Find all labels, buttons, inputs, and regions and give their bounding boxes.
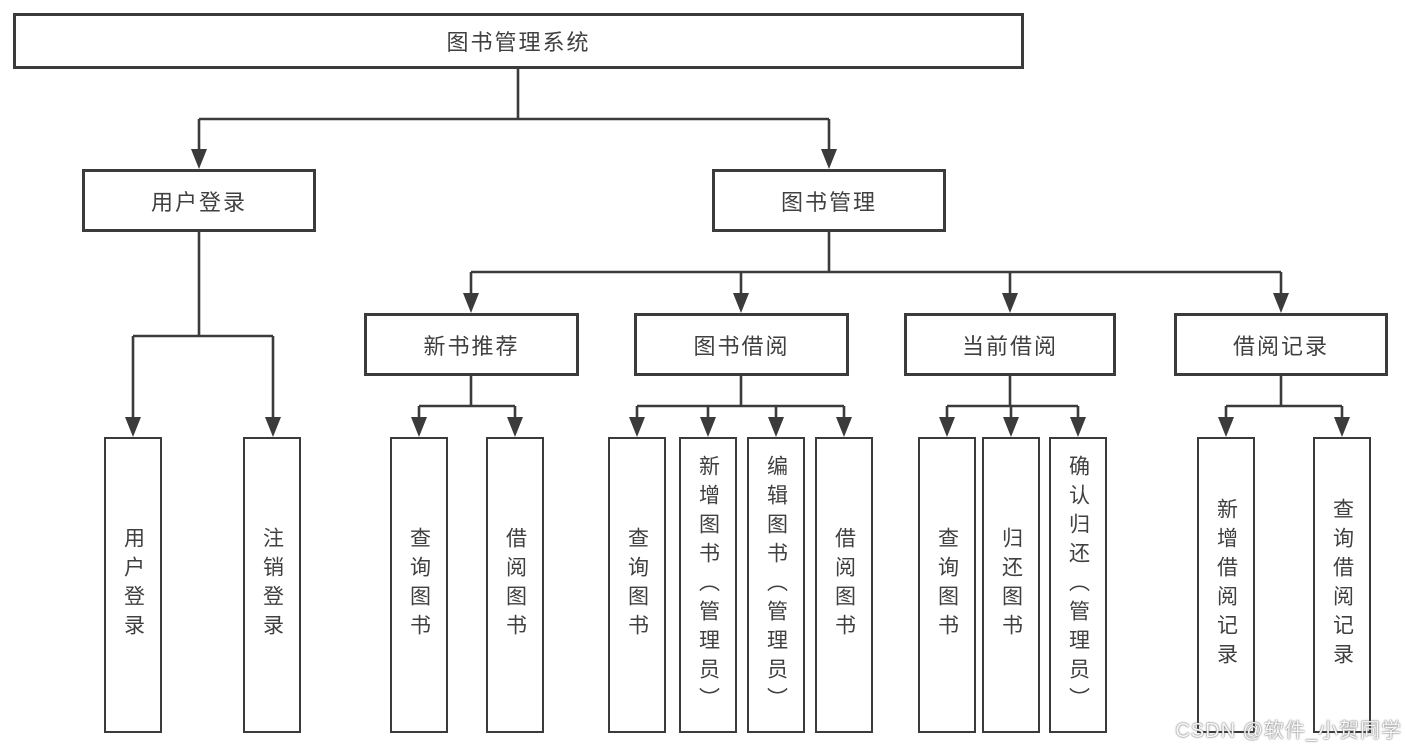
arrow-down-icon <box>1218 417 1234 437</box>
arrow-down-icon <box>939 417 955 437</box>
node-label: 图书管理系统 <box>446 30 591 55</box>
leaf-logout: 注销登录 <box>243 437 301 733</box>
arrow-down-icon <box>1334 417 1350 437</box>
arrow-down-icon <box>507 417 523 437</box>
arrow-down-icon <box>1273 293 1289 313</box>
arrow-down-icon <box>191 149 207 169</box>
node-user-login: 用户登录 <box>82 169 316 232</box>
connector-borrowing-to-leaves <box>635 376 846 419</box>
node-label: 确认归还（管理员） <box>1066 454 1090 716</box>
leaf-user-login: 用户登录 <box>104 437 162 733</box>
leaf-nbr-query-books: 查询图书 <box>390 437 448 733</box>
node-label: 图书借阅 <box>693 333 790 359</box>
leaf-cb-confirm-return-admin: 确认归还（管理员） <box>1049 437 1107 733</box>
arrowheads <box>125 149 1350 437</box>
leaf-bb-query-books: 查询图书 <box>608 437 666 733</box>
arrow-down-icon <box>265 417 281 437</box>
arrow-down-icon <box>768 417 784 437</box>
connector-new-book-to-leaves <box>417 376 517 419</box>
node-label: 借阅图书 <box>832 527 856 643</box>
connector-user-login-to-leaves <box>131 232 275 419</box>
node-borrowing-records: 借阅记录 <box>1174 313 1388 376</box>
node-label: 查询图书 <box>935 527 959 643</box>
connector-current-to-leaves <box>945 376 1080 419</box>
arrow-down-icon <box>125 417 141 437</box>
leaf-bb-edit-books-admin: 编辑图书（管理员） <box>747 437 805 733</box>
node-book-management: 图书管理 <box>712 169 946 232</box>
node-label: 查询图书 <box>625 527 649 643</box>
node-label: 查询图书 <box>407 527 431 643</box>
node-label: 借阅图书 <box>503 527 527 643</box>
connector-root-to-level1 <box>197 69 831 151</box>
connector-book-mgmt-to-level2 <box>469 232 1283 295</box>
node-label: 用户登录 <box>121 527 145 643</box>
connector-lines <box>131 69 1344 419</box>
arrow-down-icon <box>1003 417 1019 437</box>
arrow-down-icon <box>411 417 427 437</box>
connector-records-to-leaves <box>1224 376 1344 419</box>
node-root-system: 图书管理系统 <box>13 13 1024 69</box>
node-label: 编辑图书（管理员） <box>764 454 788 716</box>
leaf-bb-add-books-admin: 新增图书（管理员） <box>679 437 737 733</box>
node-current-borrowing: 当前借阅 <box>904 313 1116 376</box>
node-label: 新书推荐 <box>423 333 520 359</box>
node-label: 注销登录 <box>260 527 284 643</box>
node-label: 图书管理 <box>780 189 877 215</box>
node-label: 当前借阅 <box>961 333 1058 359</box>
node-label: 借阅记录 <box>1232 333 1329 359</box>
arrow-down-icon <box>836 417 852 437</box>
arrow-down-icon <box>1070 417 1086 437</box>
node-label: 新增图书（管理员） <box>696 454 720 716</box>
leaf-nbr-borrow-books: 借阅图书 <box>486 437 544 733</box>
leaf-br-add-record: 新增借阅记录 <box>1197 437 1255 733</box>
node-label: 归还图书 <box>999 527 1023 643</box>
arrow-down-icon <box>821 149 837 169</box>
arrow-down-icon <box>1002 293 1018 313</box>
arrow-down-icon <box>629 417 645 437</box>
leaf-br-query-record: 查询借阅记录 <box>1313 437 1371 733</box>
leaf-cb-query-books: 查询图书 <box>918 437 976 733</box>
node-label: 新增借阅记录 <box>1214 498 1238 672</box>
node-label: 查询借阅记录 <box>1330 498 1354 672</box>
node-new-book-recommend: 新书推荐 <box>364 313 579 376</box>
csdn-watermark: CSDN @软件_小贺同学 <box>1175 720 1402 742</box>
arrow-down-icon <box>463 293 479 313</box>
node-label: 用户登录 <box>150 189 247 215</box>
arrow-down-icon <box>700 417 716 437</box>
node-book-borrowing: 图书借阅 <box>634 313 849 376</box>
arrow-down-icon <box>733 293 749 313</box>
leaf-bb-borrow-books: 借阅图书 <box>815 437 873 733</box>
leaf-cb-return-books: 归还图书 <box>982 437 1040 733</box>
